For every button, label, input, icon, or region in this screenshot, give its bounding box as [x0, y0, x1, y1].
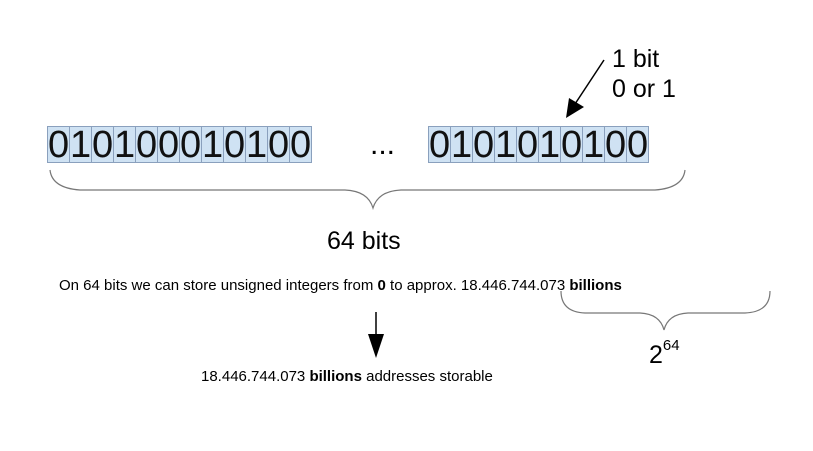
bit-cell: 1 [494, 124, 517, 166]
conclusion-unit: billions [309, 368, 362, 385]
bit-cell: 1 [245, 124, 268, 166]
bit-cell: 0 [223, 124, 246, 166]
statement-middle: to approx. [385, 277, 461, 294]
statement-zero: 0 [377, 277, 386, 294]
bit-cell: 1 [69, 124, 92, 166]
down-arrowhead [368, 334, 384, 358]
power-of-two: 264 [649, 337, 680, 370]
bit-cell: 0 [604, 124, 627, 166]
ellipsis: ... [370, 128, 396, 161]
bit-pointer-arrowhead [566, 98, 584, 118]
bit-cell: 0 [472, 124, 495, 166]
bit-annotation-line1: 1 bit [612, 45, 660, 73]
power-brace [560, 290, 771, 331]
statement-unit: billions [569, 277, 622, 294]
bit-cell: 0 [289, 124, 312, 166]
bit-cell: 0 [157, 124, 180, 166]
conclusion-statement: 18.446.744.073 billions addresses storab… [201, 368, 493, 385]
64-bits-brace [49, 169, 686, 211]
bit-cell: 0 [626, 124, 649, 166]
storage-statement: On 64 bits we can store unsigned integer… [59, 277, 622, 294]
statement-prefix: On 64 bits we can store unsigned integer… [59, 277, 378, 294]
power-exponent: 64 [662, 337, 680, 354]
bit-cell: 0 [560, 124, 583, 166]
bit-annotation: 1 bit 0 or 1 [612, 44, 676, 104]
bit-cell: 0 [267, 124, 290, 166]
bit-cell: 1 [538, 124, 561, 166]
bit-cell: 0 [47, 124, 70, 166]
bit-cell: 1 [113, 124, 136, 166]
bit-cell: 1 [450, 124, 473, 166]
power-base: 2 [649, 341, 663, 369]
total-bits-label: 64 bits [327, 227, 401, 255]
bit-annotation-line2: 0 or 1 [612, 75, 676, 103]
bit-cell: 1 [582, 124, 605, 166]
bit-cell: 0 [516, 124, 539, 166]
conclusion-number: 18.446.744.073 [201, 368, 310, 385]
conclusion-suffix: addresses storable [361, 368, 493, 385]
bit-cell: 0 [91, 124, 114, 166]
bit-pointer-arrow-line [574, 59, 605, 105]
statement-number: 18.446.744.073 [460, 277, 570, 294]
bit-cell: 0 [135, 124, 158, 166]
bit-cell: 0 [428, 124, 451, 166]
bit-cell: 0 [179, 124, 202, 166]
bit-cell: 1 [201, 124, 224, 166]
